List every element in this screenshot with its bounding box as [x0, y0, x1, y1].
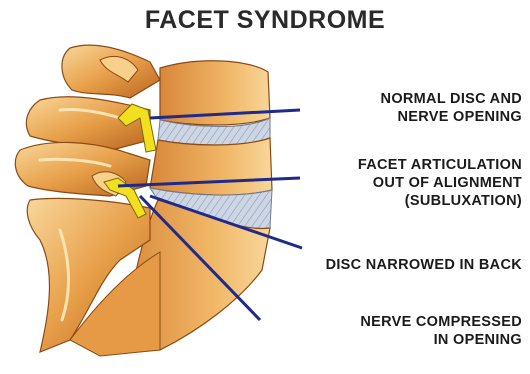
label-nerve-compressed: NERVE COMPRESSED IN OPENING — [360, 313, 522, 349]
label-disc-narrowed: DISC NARROWED IN BACK — [326, 256, 522, 274]
label-line: OUT OF ALIGNMENT — [358, 174, 522, 192]
label-line: DISC NARROWED IN BACK — [326, 256, 522, 274]
label-line: (SUBLUXATION) — [358, 192, 522, 210]
middle-vertebral-body — [150, 138, 272, 195]
label-facet-articulation: FACET ARTICULATION OUT OF ALIGNMENT (SUB… — [358, 156, 522, 210]
label-line: NERVE OPENING — [381, 108, 522, 126]
label-line: NERVE COMPRESSED — [360, 313, 522, 331]
label-normal-disc: NORMAL DISC AND NERVE OPENING — [381, 90, 522, 126]
label-line: IN OPENING — [360, 331, 522, 349]
label-line: FACET ARTICULATION — [358, 156, 522, 174]
label-line: NORMAL DISC AND — [381, 90, 522, 108]
